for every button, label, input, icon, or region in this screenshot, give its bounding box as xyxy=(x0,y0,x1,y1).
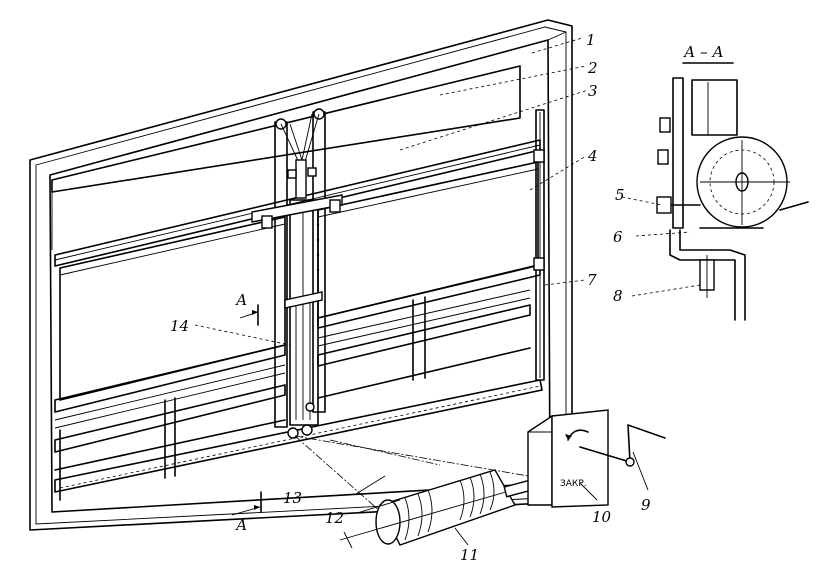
control-box: ЗАКР. xyxy=(527,409,609,508)
callout-5: 5 xyxy=(615,186,625,204)
middle-rails xyxy=(54,264,541,429)
section-marker-label: А xyxy=(235,291,247,309)
drive-shaft xyxy=(294,435,541,521)
callout-1: 1 xyxy=(586,31,596,49)
callout-6: 6 xyxy=(613,228,623,246)
callout-2: 2 xyxy=(587,59,598,77)
section-marker-top: А xyxy=(235,291,259,326)
callout-3: 3 xyxy=(588,82,598,100)
bottom-rail xyxy=(54,379,543,493)
callout-12: 12 xyxy=(325,509,344,527)
callout-11: 11 xyxy=(460,546,479,564)
callout-13: 13 xyxy=(283,489,302,507)
section-a-a: А – А xyxy=(656,43,809,321)
section-marker-label: А xyxy=(235,516,247,534)
section-marker-bottom: А xyxy=(231,491,262,534)
callout-8: 8 xyxy=(613,287,623,305)
plate-text: ЗАКР. xyxy=(560,479,587,489)
section-title: А – А xyxy=(683,43,724,61)
callout-7: 7 xyxy=(587,271,597,289)
upper-sash xyxy=(51,65,521,250)
right-guide xyxy=(533,109,545,381)
outer-frame xyxy=(29,19,573,531)
callout-9: 9 xyxy=(641,496,651,514)
callout-10: 10 xyxy=(592,508,612,526)
gear-motor xyxy=(339,469,537,549)
callout-labels: 1 2 3 4 5 6 7 8 9 10 11 12 13 14 xyxy=(170,31,651,564)
lifting-mechanism xyxy=(251,108,343,439)
callout-14: 14 xyxy=(170,317,189,335)
leader-lines xyxy=(194,37,701,546)
callout-4: 4 xyxy=(587,147,598,165)
crank-handle[interactable] xyxy=(579,424,666,467)
lower-panes xyxy=(54,296,531,501)
